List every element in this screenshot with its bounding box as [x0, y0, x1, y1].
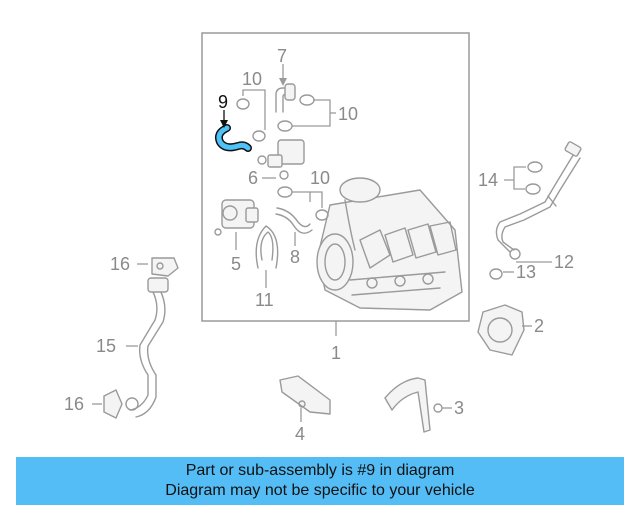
part-4-bracket[interactable] [279, 375, 331, 415]
part-3-bracket[interactable] [384, 377, 443, 433]
part-15-pipe[interactable] [129, 277, 169, 418]
callout-11: 11 [255, 290, 274, 310]
arrow-9 [220, 120, 228, 128]
callout-10-lower: 10 [310, 168, 330, 188]
arrow-7 [279, 78, 287, 86]
callout-1: 1 [331, 343, 341, 363]
part-2-gasket[interactable] [477, 304, 525, 356]
part-9-hose[interactable] [214, 124, 252, 152]
callout-2: 2 [534, 316, 544, 336]
callout-5: 5 [231, 254, 241, 274]
part-11-tube[interactable] [255, 225, 279, 269]
callout-6: 6 [248, 168, 258, 188]
leader-14 [504, 166, 526, 190]
callout-10-top: 10 [242, 69, 262, 89]
callout-7: 7 [277, 46, 287, 66]
callout-16-top: 16 [110, 254, 130, 274]
part-5-actuator[interactable] [214, 199, 259, 236]
caption-line-2: Diagram may not be specific to your vehi… [165, 482, 475, 499]
turbocharger[interactable] [316, 177, 463, 311]
part-7-hose[interactable] [275, 83, 296, 113]
callout-4: 4 [295, 424, 305, 444]
caption-line-1: Part or sub-assembly is #9 in diagram [185, 462, 455, 479]
callout-14: 14 [478, 170, 498, 190]
callout-16-bottom: 16 [64, 394, 84, 414]
part-16-gasket-bottom[interactable] [103, 389, 139, 419]
leader-10c-b [310, 191, 323, 208]
part-16-gasket-top[interactable] [151, 257, 179, 277]
caption-banner: Part or sub-assembly is #9 in diagram Di… [16, 457, 624, 505]
callout-9: 9 [218, 92, 228, 112]
leader-10c [292, 191, 311, 202]
callout-8: 8 [290, 247, 300, 267]
leader-10a [242, 89, 266, 130]
part-8-hose[interactable] [275, 207, 313, 234]
part-12-oil-line[interactable] [495, 141, 582, 260]
part-14-washers[interactable] [525, 161, 543, 195]
callout-13: 13 [516, 262, 536, 282]
callout-15: 15 [96, 336, 116, 356]
callout-3: 3 [454, 398, 464, 418]
part-13-washer[interactable] [489, 268, 503, 280]
callout-12: 12 [554, 252, 574, 272]
part-6-valve[interactable] [257, 139, 305, 180]
callout-10-right: 10 [338, 104, 358, 124]
